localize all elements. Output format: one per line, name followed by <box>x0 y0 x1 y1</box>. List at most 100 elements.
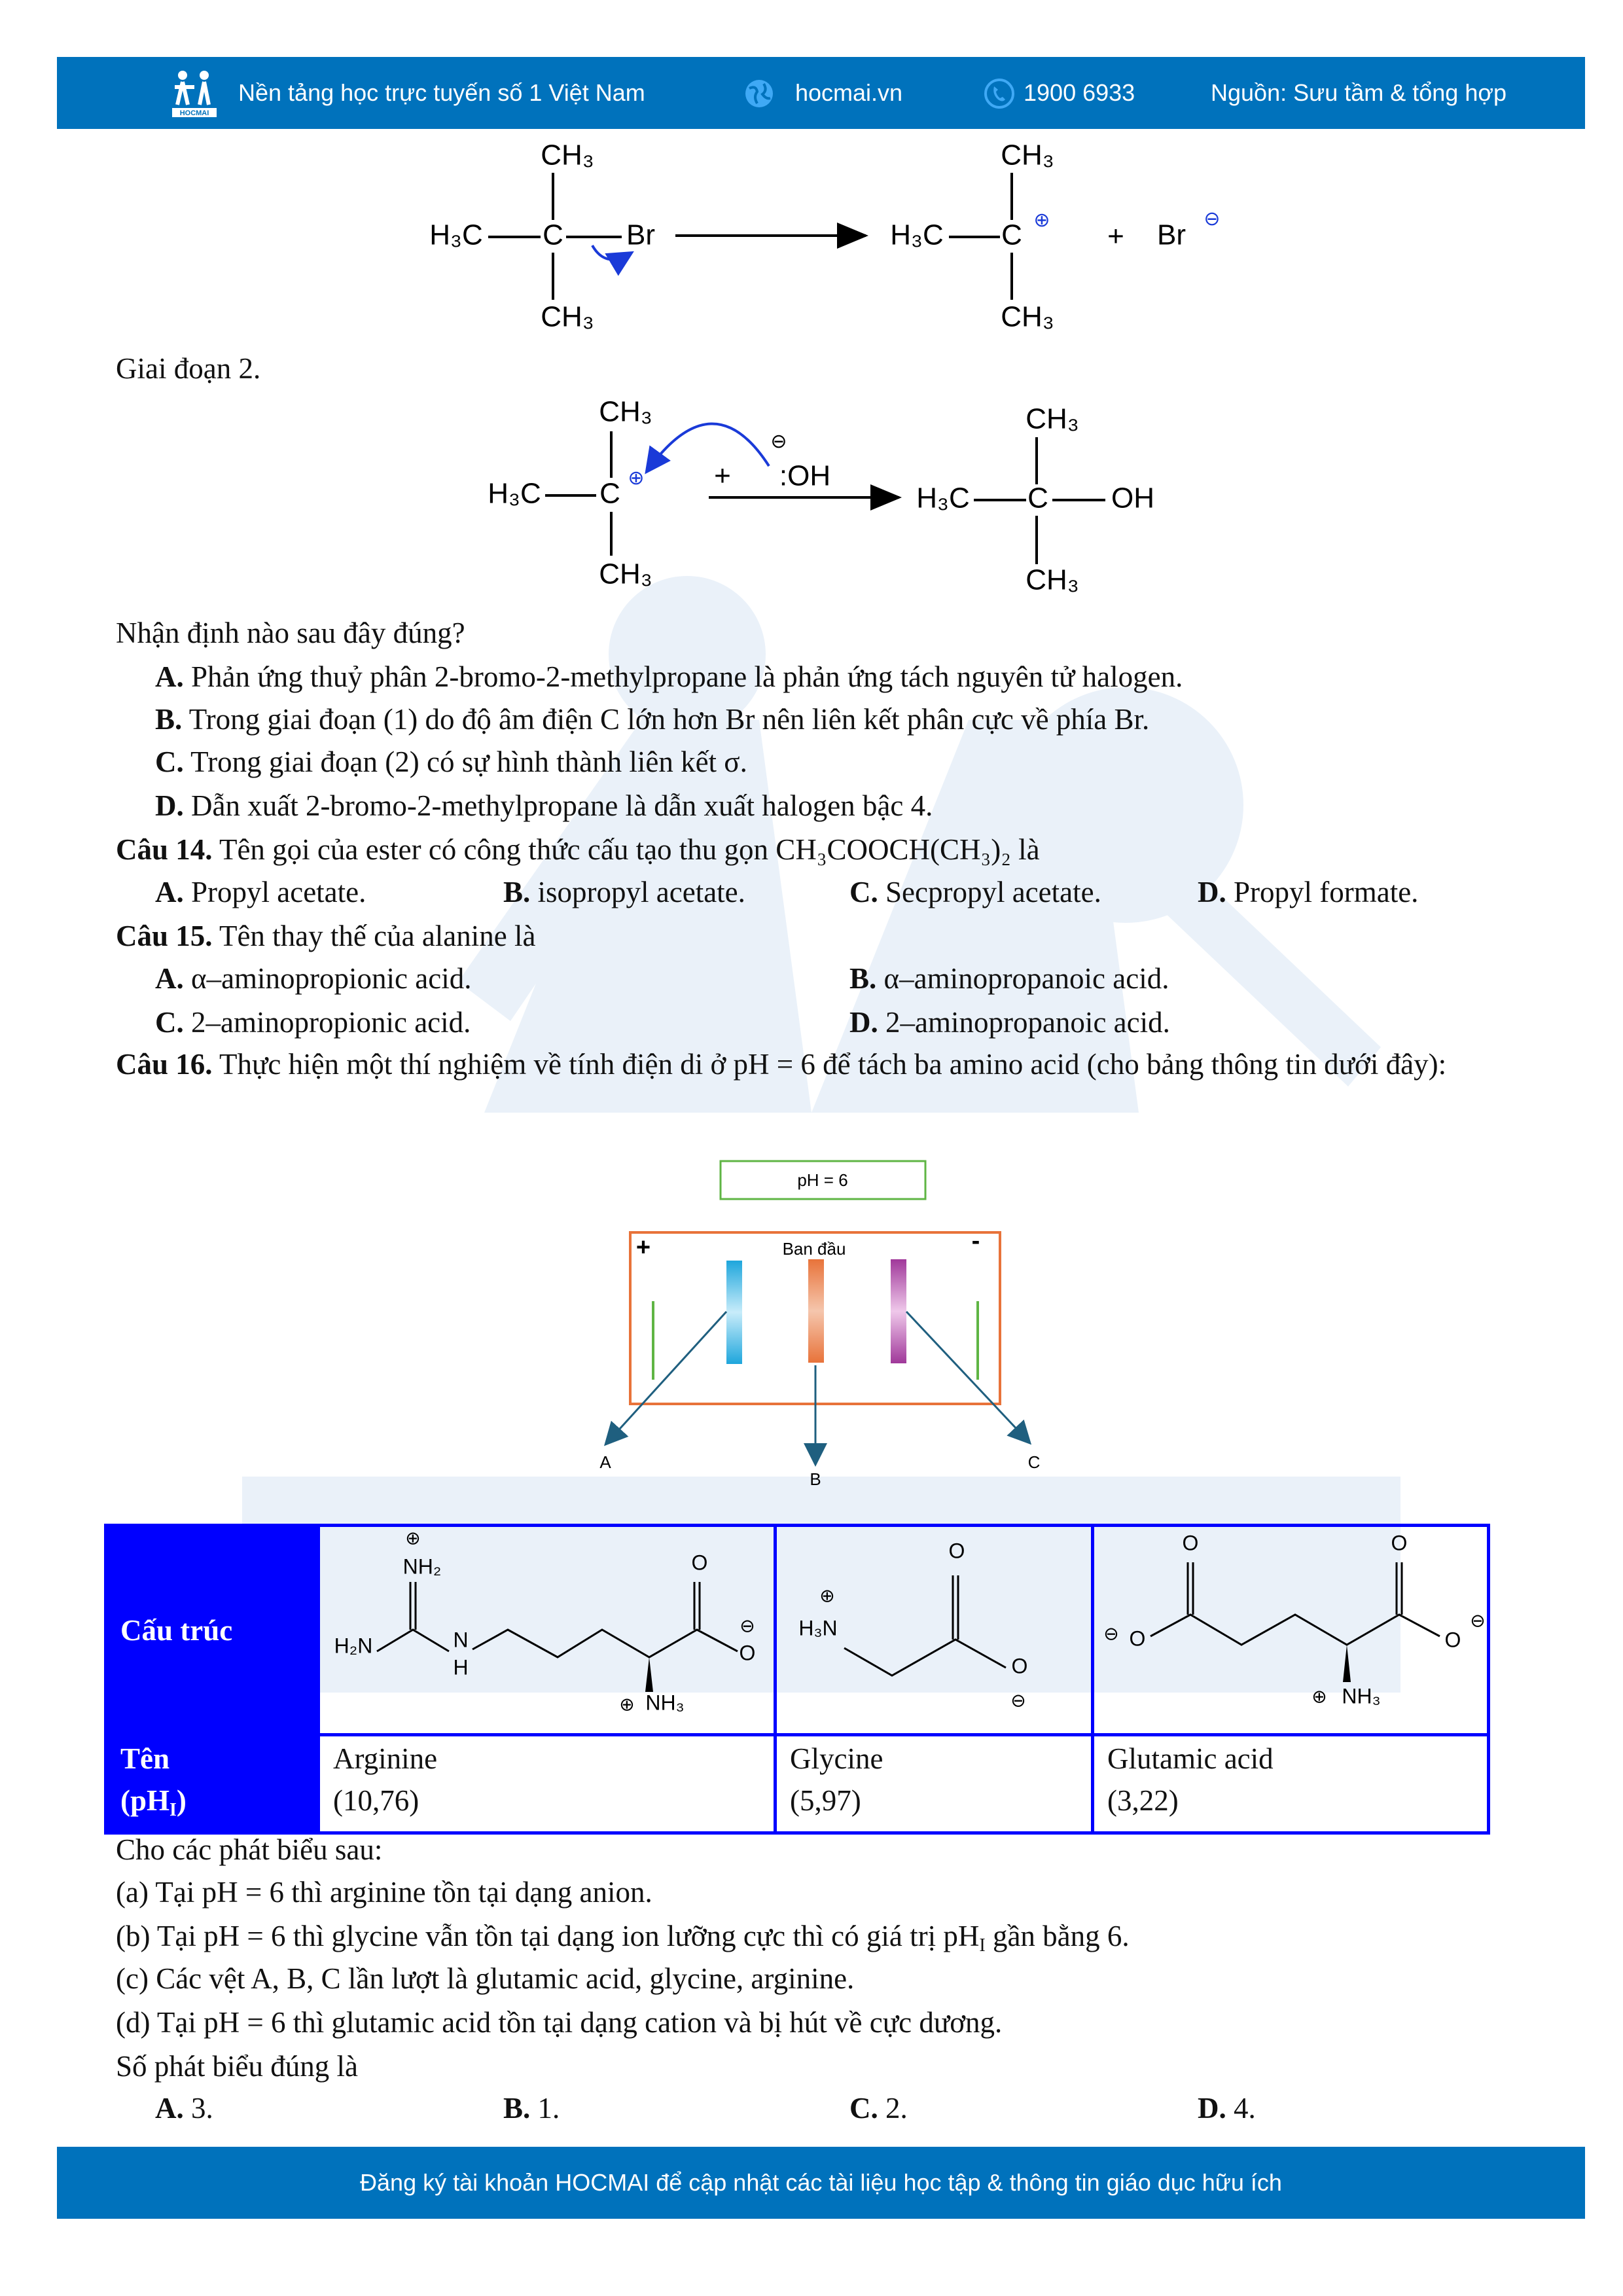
header-website-link[interactable]: hocmai.vn <box>795 79 903 106</box>
glutamic-chain <box>1150 1613 1440 1646</box>
amino-phi: (5,97) <box>790 1784 861 1817</box>
q15-option-a[interactable]: A. α–aminopropionic acid. <box>155 959 471 998</box>
q13-prompt: Nhận định nào sau đây đúng? <box>116 617 465 649</box>
cathode-sign: - <box>972 1227 980 1255</box>
q14-option-c[interactable]: C. Secpropyl acetate. <box>849 872 1101 912</box>
charge-minus: ⊖ <box>1103 1623 1118 1643</box>
option-label: A. <box>155 660 184 693</box>
band-purple <box>891 1259 906 1363</box>
option-label: A. <box>155 876 184 908</box>
charge-minus: ⊖ <box>1470 1610 1485 1630</box>
arrow-to-c <box>905 1310 1032 1445</box>
charge-minus: ⊖ <box>1010 1690 1026 1710</box>
q15-option-d[interactable]: D. 2–aminopropanoic acid. <box>849 1003 1170 1042</box>
glycine-chain <box>844 1638 1007 1677</box>
charge-plus: ⊕ <box>819 1585 834 1605</box>
o-label: O <box>1445 1628 1461 1651</box>
o-label: O <box>1130 1626 1146 1650</box>
q13-option-c[interactable]: C. Trong giai đoạn (2) có sự hình thành … <box>155 742 747 781</box>
option-text: Secpropyl acetate. <box>878 876 1101 908</box>
spot-a-label: A <box>599 1452 611 1472</box>
charge-plus: ⊕ <box>619 1694 634 1714</box>
header-bar: HOCMAI Nền tảng học trực tuyến số 1 Việt… <box>57 57 1585 129</box>
q16-question: Số phát biểu đúng là <box>116 2050 358 2083</box>
option-label: B. <box>155 703 183 736</box>
r2-plus: + <box>714 460 731 492</box>
q16-stem: Câu 16. Thực hiện một thí nghiệm về tính… <box>116 1043 1519 1086</box>
option-label: B. <box>849 962 877 995</box>
option-label: C. <box>849 876 878 908</box>
r1-product-c: C <box>1001 219 1022 251</box>
nh3-label: NH₃ <box>645 1691 684 1714</box>
h2n-label: H₂N <box>334 1634 373 1657</box>
header-tagline: Nền tảng học trực tuyến số 1 Việt Nam <box>238 79 645 106</box>
statement-text: (b) Tại pH = 6 thì glycine vẫn tồn tại d… <box>116 1920 980 1952</box>
nh3-label: NH₃ <box>1342 1684 1380 1708</box>
amino-acid-structures: ⊕ NH₂ H₂N N H O O ⊖ NH₃ ⊕ ⊕ H₃N O O ⊖ ⊖ … <box>334 1528 1486 1714</box>
option-label: D. <box>1198 876 1226 908</box>
band-orange <box>808 1259 824 1363</box>
r1-ch3-top: CH₃ <box>541 139 594 171</box>
spot-c-label: C <box>1028 1452 1041 1472</box>
glutamic-name-cell: Glutamic acid(3,22) <box>1091 1733 1490 1835</box>
q14-option-b[interactable]: B. isopropyl acetate. <box>503 872 745 912</box>
r1-ch3-bottom: CH₃ <box>541 301 594 333</box>
stage2-label: Giai đoạn 2. <box>116 352 261 385</box>
r2-cation-charge: ⊕ <box>628 467 644 489</box>
option-text: Trong giai đoạn (1) do độ âm điện C lớn … <box>182 703 1150 736</box>
h-label: H <box>453 1655 468 1679</box>
spot-b-label: B <box>810 1469 821 1489</box>
q16-option-a[interactable]: A. 3. <box>155 2089 213 2128</box>
option-label: A. <box>155 962 184 995</box>
q13-option-b[interactable]: B. Trong giai đoạn (1) do độ âm điện C l… <box>155 700 1149 739</box>
start-label: Ban đầu <box>783 1239 846 1259</box>
q16-option-d[interactable]: D. 4. <box>1198 2089 1256 2128</box>
q13-option-a[interactable]: A. Phản ứng thuỷ phân 2-bromo-2-methylpr… <box>155 657 1183 696</box>
statement-tail: gần bằng 6. <box>985 1920 1130 1952</box>
q15-option-c[interactable]: C. 2–aminopropionic acid. <box>155 1003 471 1042</box>
r2-ch3-top: CH₃ <box>599 396 652 428</box>
footer-bar: Đăng ký tài khoản HOCMAI để cập nhật các… <box>57 2147 1585 2219</box>
structure-header: Cấu trúc <box>104 1524 320 1736</box>
amino-phi: (3,22) <box>1107 1784 1179 1817</box>
r2-h3c: H₃C <box>488 478 541 510</box>
option-text: α–aminopropanoic acid. <box>876 962 1169 995</box>
option-label: C. <box>155 1006 184 1039</box>
charge-minus: ⊖ <box>740 1615 755 1636</box>
option-label: D. <box>849 1006 878 1039</box>
q13-option-d[interactable]: D. Dẫn xuất 2-bromo-2-methylpropane là d… <box>155 786 933 825</box>
question-number: Câu 14. <box>116 833 213 866</box>
option-label: D. <box>1198 2092 1226 2125</box>
arginine-structure-cell <box>317 1524 777 1736</box>
q14-option-d[interactable]: D. Propyl formate. <box>1198 872 1418 912</box>
r1-cation-charge: ⊕ <box>1033 209 1050 231</box>
q15-option-b[interactable]: B. α–aminopropanoic acid. <box>849 959 1169 998</box>
name-header-line1: Tên <box>120 1742 170 1775</box>
option-text: 2–aminopropanoic acid. <box>878 1006 1170 1039</box>
r1-product-bonds <box>949 173 1013 300</box>
band-blue <box>726 1261 742 1364</box>
q16-option-c[interactable]: C. 2. <box>849 2089 908 2128</box>
q15-stem: Câu 15. Tên thay thế của alanine là <box>116 916 535 956</box>
charge-plus: ⊕ <box>405 1528 420 1548</box>
q14-option-a[interactable]: A. Propyl acetate. <box>155 872 366 912</box>
ph-box <box>719 1160 927 1200</box>
r1-electron-arrow <box>591 244 634 276</box>
arrow-to-a <box>603 1310 728 1446</box>
arginine-wedge <box>645 1657 653 1692</box>
option-text: Phản ứng thuỷ phân 2-bromo-2-methylpropa… <box>183 660 1183 693</box>
o-label: O <box>1012 1654 1028 1677</box>
reaction-diagrams: CH₃ H₃C C Br CH₃ CH₃ H₃C C ⊕ CH₃ + Br ⊖ … <box>429 139 1220 596</box>
question-number: Câu 15. <box>116 920 213 952</box>
option-label: B. <box>503 876 531 908</box>
q16-option-b[interactable]: B. 1. <box>503 2089 560 2128</box>
arginine-name-cell: Arginine(10,76) <box>317 1733 777 1835</box>
phone-icon <box>984 79 1014 109</box>
footer-text[interactable]: Đăng ký tài khoản HOCMAI để cập nhật các… <box>360 2169 1282 2196</box>
statement-c: (c) Các vệt A, B, C lần lượt là glutamic… <box>116 1962 855 1995</box>
question-number: Câu 16. <box>116 1048 213 1081</box>
amino-phi: (10,76) <box>333 1784 419 1817</box>
r1-c: C <box>543 219 563 251</box>
electrophoresis-diagram: pH = 6 + - Ban đầu A B C <box>599 1160 1041 1489</box>
r2-product-ch3-bottom: CH₃ <box>1026 564 1079 596</box>
